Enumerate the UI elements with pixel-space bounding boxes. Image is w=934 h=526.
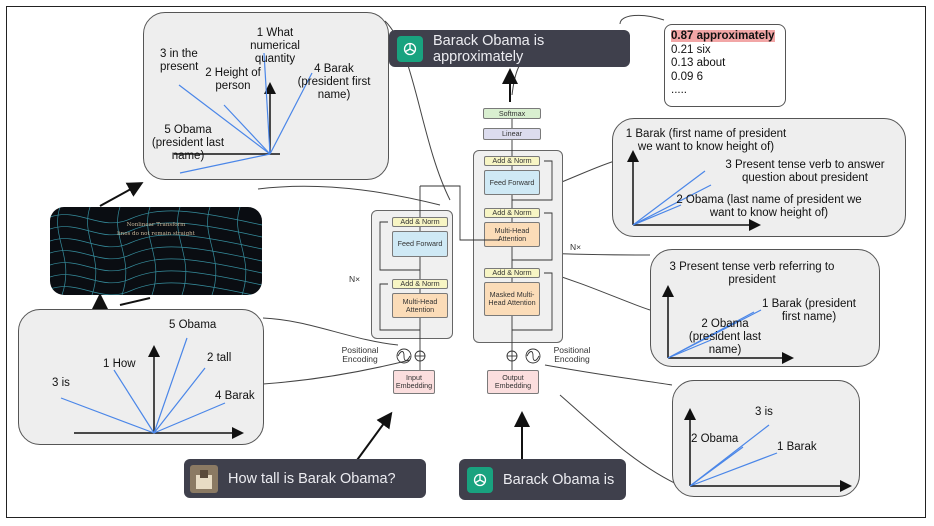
decoder-attention: Multi-Head Attention — [484, 222, 540, 247]
prob-item: 0.13 about — [671, 57, 726, 69]
vector-1 — [689, 452, 778, 487]
vector-5 — [153, 337, 188, 434]
next-token-probabilities: 0.87 approximately 0.21 six 0.13 about 0… — [664, 24, 786, 107]
label-present-tense: 3 Present tense verb to answer question … — [725, 159, 885, 184]
decoder-nx: N× — [570, 242, 582, 252]
nonlinear-up-arrow — [99, 182, 144, 207]
chatgpt-logo-icon — [397, 35, 423, 62]
prob-item: 0.21 six — [671, 43, 711, 56]
input-arrow — [351, 411, 393, 468]
label-how: 1 How — [103, 358, 136, 370]
decoder-add-norm-3: Add & Norm — [484, 268, 540, 278]
decoder-positional: Positional Encoding — [553, 345, 591, 364]
label-is: 3 is — [52, 377, 70, 389]
encoder-positional: Positional Encoding — [341, 345, 379, 364]
label-height: 2 Height of person — [205, 67, 261, 92]
label-barak: 1 Barak (first name of president we want… — [625, 128, 787, 153]
label-barak: 1 Barak (president first name) — [762, 298, 856, 323]
chat-input-text: How tall is Barak Obama? — [228, 470, 396, 487]
connector-line — [257, 185, 441, 206]
decoder-linear: Linear — [483, 128, 541, 140]
decoder-positional-icon — [525, 348, 541, 364]
label-barak: 4 Barak (president first name) — [297, 63, 371, 101]
vector-1 — [632, 170, 706, 226]
vector-4 — [153, 402, 226, 434]
vector-plot — [627, 150, 761, 231]
vector-plot — [662, 285, 794, 364]
nonlinear-title: Nonlinear Transform — [126, 222, 186, 228]
chatgpt-logo-icon — [467, 466, 493, 493]
connector-line — [262, 317, 399, 346]
connector-line — [619, 14, 665, 25]
vector-2 — [689, 446, 744, 487]
label-obama: 2 Obama (president last name) — [688, 318, 762, 356]
label-obama: 2 Obama (last name of president we want … — [676, 194, 862, 219]
decoder-add-norm-2: Add & Norm — [484, 208, 540, 218]
concept-panel-right-mid: 3 Present tense verb referring to presid… — [650, 249, 880, 367]
vector-3 — [60, 397, 155, 434]
encoder-attention: Multi-Head Attention — [392, 293, 448, 318]
label-barak: 4 Barak — [215, 390, 255, 402]
label-obama: 5 Obama (president last name) — [151, 124, 225, 162]
wave-grid — [50, 207, 262, 295]
vector-plot — [60, 337, 244, 439]
label-obama: 2 Obama — [691, 433, 739, 445]
label-in-the-present: 3 in the present — [160, 48, 199, 73]
outer-frame — [6, 6, 926, 518]
encoder-positional-icon — [396, 348, 412, 364]
output-embedding: Output Embedding — [487, 370, 539, 394]
vector-5 — [179, 153, 271, 174]
decoder-softmax: Softmax — [483, 108, 541, 119]
label-tall: 2 tall — [207, 352, 232, 364]
concept-panel-right-bottom: 3 is 2 Obama 1 Barak — [672, 380, 860, 497]
concept-panel-bottom-left: 5 Obama 1 How 2 tall 3 is 4 Barak — [18, 309, 264, 445]
chat-output-bottom: Barack Obama is — [459, 459, 626, 500]
encoder-feed-forward: Feed Forward — [392, 231, 448, 257]
label-obama: 5 Obama — [169, 319, 217, 331]
chat-output-top: Barack Obama is approximately — [389, 30, 630, 67]
prob-item-top: 0.87 approximately — [671, 30, 775, 42]
label-what-numerical: 1 What numerical quantity — [250, 27, 300, 65]
nonlinear-subtitle: lines do not remain straight — [117, 231, 195, 237]
prob-item: ..... — [671, 84, 687, 96]
vector-2 — [153, 367, 206, 434]
connector-line — [119, 297, 151, 306]
vector-2 — [632, 204, 682, 226]
decoder-feed-forward: Feed Forward — [484, 170, 540, 195]
vector-3 — [178, 84, 271, 155]
connector-line — [544, 364, 673, 386]
encoder-add-norm-1: Add & Norm — [392, 217, 448, 227]
decoder-masked-attention: Masked Multi-Head Attention — [484, 282, 540, 316]
vector-1 — [667, 309, 762, 359]
vector-plot — [684, 408, 852, 492]
input-embedding: Input Embedding — [393, 370, 435, 394]
chat-input-question: How tall is Barak Obama? — [184, 459, 426, 498]
chat-output-bottom-text: Barack Obama is — [503, 471, 615, 488]
user-avatar — [190, 464, 218, 493]
vector-4 — [269, 72, 313, 155]
nonlinear-transform-box: Nonlinear Transform lines do not remain … — [50, 207, 262, 295]
vector-2 — [223, 104, 271, 155]
vector-3 — [632, 184, 712, 226]
label-barak: 1 Barak — [777, 441, 817, 453]
decoder-add-norm-1: Add & Norm — [484, 156, 540, 166]
concept-panel-right-top: 1 Barak (first name of president we want… — [612, 118, 906, 237]
prob-item: 0.09 6 — [671, 70, 703, 83]
encoder-nx: N× — [349, 274, 361, 284]
vector-1 — [113, 369, 155, 434]
connector-line — [262, 359, 411, 385]
label-present-tense: 3 Present tense verb referring to presid… — [669, 261, 835, 286]
label-is: 3 is — [755, 406, 773, 418]
vector-2 — [667, 339, 712, 359]
concept-panel-top-left: 1 What numerical quantity 2 Height of pe… — [143, 12, 389, 180]
encoder-add-norm-2: Add & Norm — [392, 279, 448, 289]
vector-1 — [263, 52, 271, 155]
chat-output-top-text: Barack Obama is approximately — [433, 32, 545, 65]
vector-plot — [174, 52, 313, 174]
